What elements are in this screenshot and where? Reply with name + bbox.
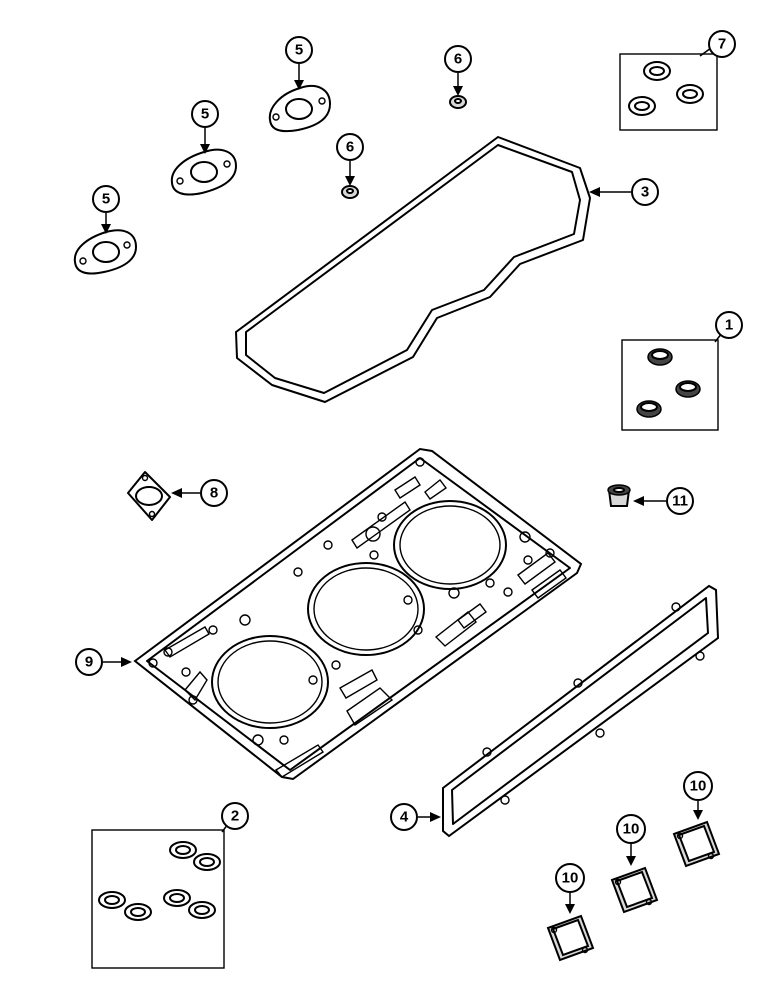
seal-set-2 — [91, 829, 225, 969]
callout-11-label: 11 — [672, 493, 688, 510]
callout-3-label: 3 — [641, 184, 649, 201]
square-gasket-10b — [610, 866, 659, 914]
rocker-cover-gasket-3 — [235, 136, 591, 403]
oring-set-7 — [619, 53, 718, 131]
square-gasket-10a — [672, 820, 721, 868]
callout-6b: 6 — [336, 133, 364, 161]
washer-6b — [341, 185, 359, 199]
callout-3: 3 — [631, 178, 659, 206]
callout-5b: 5 — [191, 100, 219, 128]
callout-10a-label: 10 — [690, 778, 707, 795]
callout-6b-label: 6 — [346, 139, 354, 156]
grommet-11 — [607, 484, 631, 507]
callout-8-label: 8 — [210, 485, 218, 502]
manifold-gasket-4 — [442, 584, 720, 838]
square-gasket-10c — [546, 914, 595, 962]
callout-4-label: 4 — [400, 809, 409, 826]
callout-1-label: 1 — [725, 317, 733, 334]
callout-11: 11 — [666, 487, 694, 515]
callout-5b-label: 5 — [201, 106, 209, 123]
callout-6a-label: 6 — [454, 51, 462, 68]
callout-9: 9 — [75, 648, 103, 676]
callout-5c: 5 — [92, 185, 120, 213]
callout-1: 1 — [715, 311, 743, 339]
callout-10c: 10 — [555, 863, 585, 893]
head-gasket-9 — [133, 447, 583, 781]
callout-5a-label: 5 — [295, 42, 303, 59]
callout-5a: 5 — [285, 36, 313, 64]
callout-10b-label: 10 — [623, 821, 640, 838]
leader-lines — [101, 47, 723, 914]
callout-4: 4 — [390, 803, 418, 831]
callout-10b: 10 — [616, 814, 646, 844]
callout-10a: 10 — [683, 771, 713, 801]
seal-set-1 — [621, 339, 719, 431]
callout-7-label: 7 — [718, 36, 726, 53]
flange-gasket-5b — [170, 148, 238, 196]
flange-gasket-5a — [268, 85, 332, 133]
callout-8: 8 — [200, 479, 228, 507]
callout-7: 7 — [708, 30, 736, 58]
callout-6a: 6 — [444, 45, 472, 73]
callout-5c-label: 5 — [102, 191, 110, 208]
callout-10c-label: 10 — [562, 870, 579, 887]
washer-6a — [449, 95, 467, 109]
gasket-8 — [127, 471, 171, 521]
flange-gasket-5c — [73, 229, 138, 275]
callout-2-label: 2 — [231, 808, 239, 825]
callout-2: 2 — [221, 802, 249, 830]
callout-9-label: 9 — [85, 654, 93, 671]
